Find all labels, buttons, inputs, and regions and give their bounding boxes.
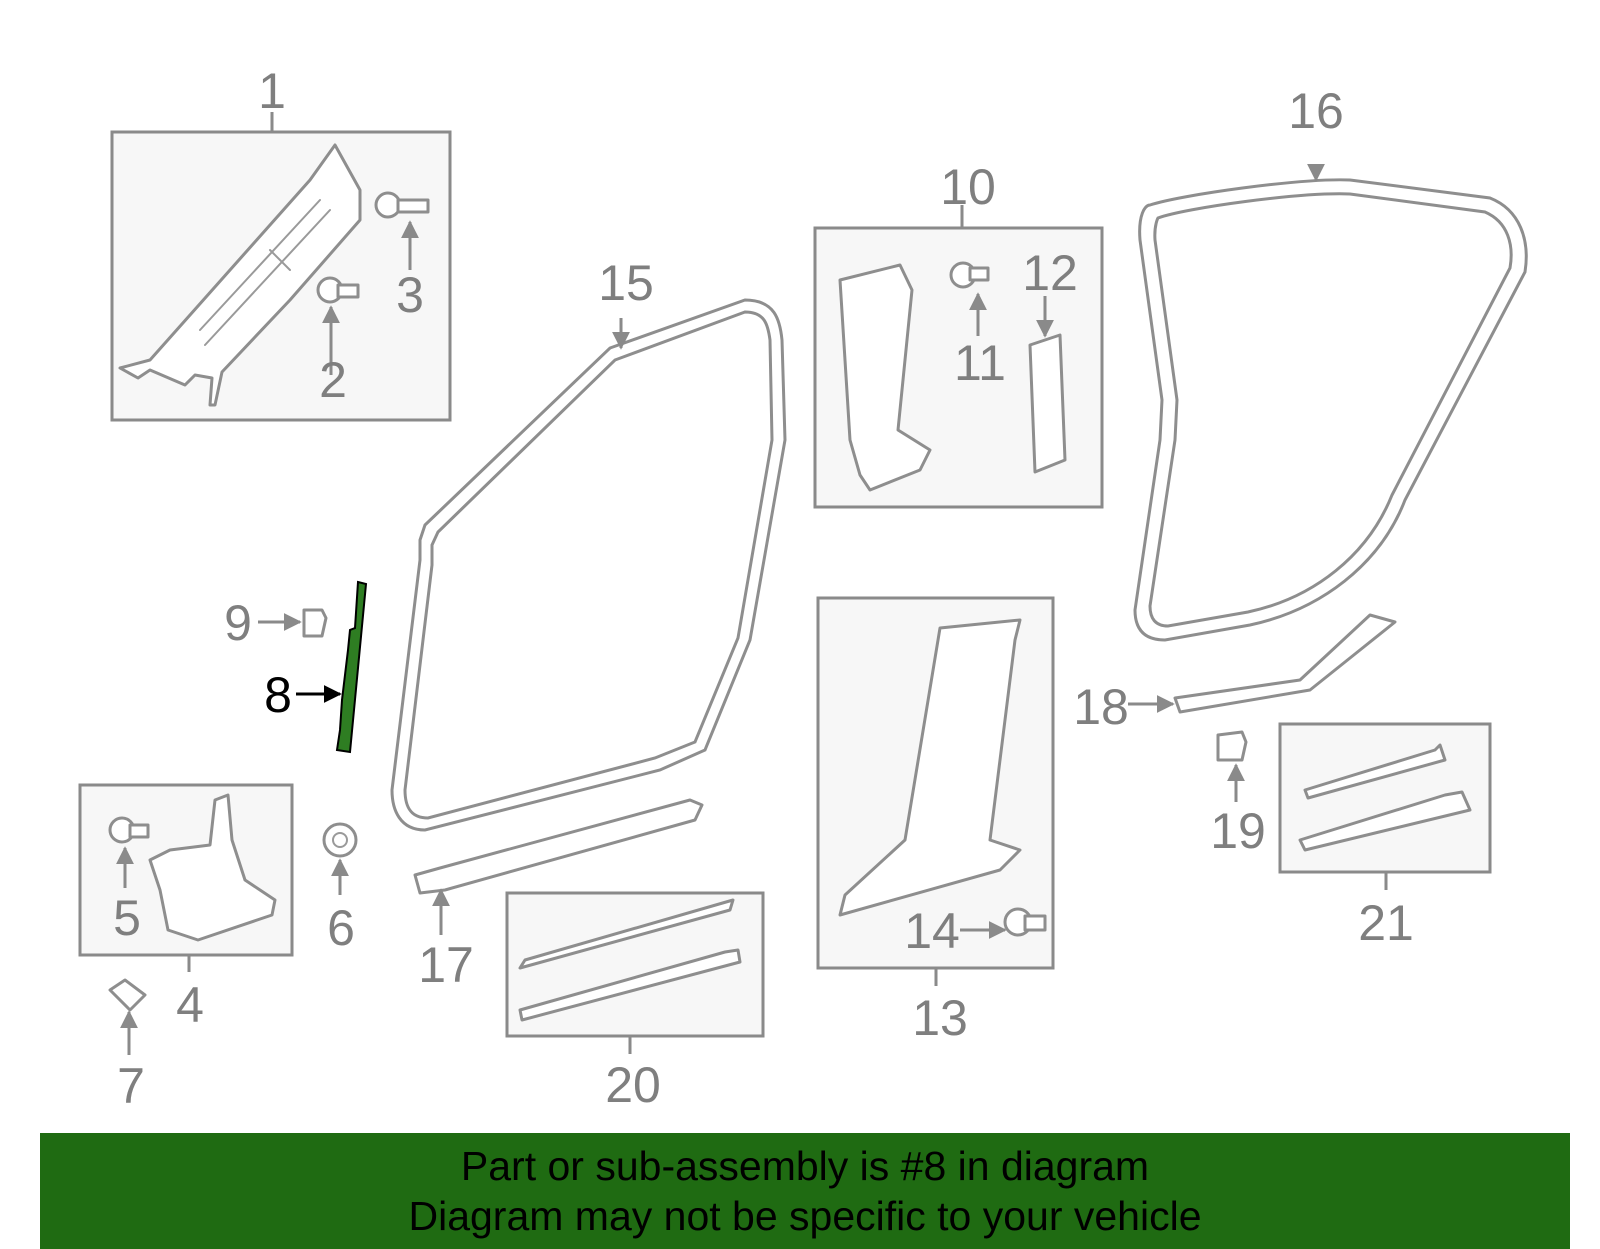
part-group-20 xyxy=(505,891,765,1054)
callout-13: 13 xyxy=(912,990,968,1046)
b-pillar-upper-garnish[interactable] xyxy=(838,263,932,492)
clip-part-19[interactable] xyxy=(1216,730,1248,762)
clip-part-2[interactable] xyxy=(316,276,360,304)
callout-16: 16 xyxy=(1288,83,1344,139)
callout-6: 6 xyxy=(327,900,355,956)
clip-part-3[interactable] xyxy=(374,191,430,219)
callout-15: 15 xyxy=(598,255,654,311)
clip-part-5[interactable] xyxy=(108,816,150,844)
callout-3: 3 xyxy=(396,267,424,323)
cowl-side-trim-part[interactable] xyxy=(148,793,277,942)
notice-banner: Part or sub-assembly is #8 in diagram Di… xyxy=(40,1133,1570,1249)
callout-14: 14 xyxy=(904,903,960,959)
callout-20: 20 xyxy=(605,1057,661,1113)
callout-21: 21 xyxy=(1358,895,1414,951)
scuff-plate-18[interactable] xyxy=(1173,613,1397,714)
callout-7: 7 xyxy=(117,1058,145,1114)
pillar-garnish-part[interactable] xyxy=(118,143,362,407)
callout-2: 2 xyxy=(319,352,347,408)
callout-11: 11 xyxy=(954,335,1006,391)
callout-8: 8 xyxy=(264,667,292,723)
highlighted-part-8[interactable] xyxy=(335,580,368,754)
callout-9: 9 xyxy=(224,595,252,651)
callout-10: 10 xyxy=(940,159,996,215)
banner-line-1: Part or sub-assembly is #8 in diagram xyxy=(460,1143,1150,1189)
callout-17: 17 xyxy=(418,937,474,993)
callout-12: 12 xyxy=(1022,245,1078,301)
clip-part-9[interactable] xyxy=(302,608,328,638)
scuff-plate-17[interactable] xyxy=(413,798,704,895)
callout-labels: 1 2 3 4 5 6 7 8 9 10 11 12 13 14 15 16 1… xyxy=(113,63,1414,1114)
part-group-4 xyxy=(78,783,294,972)
callout-19: 19 xyxy=(1210,803,1266,859)
callout-5: 5 xyxy=(113,890,141,946)
clip-part-7[interactable] xyxy=(108,978,147,1012)
pad-part-12[interactable] xyxy=(1028,333,1067,474)
part-group-1 xyxy=(110,112,452,422)
part-group-13 xyxy=(816,596,1055,986)
part-group-21 xyxy=(1278,722,1492,890)
door-opening-seal-15[interactable] xyxy=(390,298,787,832)
part-group-10 xyxy=(813,205,1104,509)
nut-part-6[interactable] xyxy=(322,822,358,858)
callout-18: 18 xyxy=(1073,679,1129,735)
banner-line-2: Diagram may not be specific to your vehi… xyxy=(408,1193,1202,1239)
door-opening-seal-16[interactable] xyxy=(1133,178,1528,642)
b-pillar-lower-garnish[interactable] xyxy=(838,618,1022,917)
callout-4: 4 xyxy=(176,977,204,1033)
callout-1: 1 xyxy=(258,63,286,119)
clip-part-11[interactable] xyxy=(949,261,990,289)
